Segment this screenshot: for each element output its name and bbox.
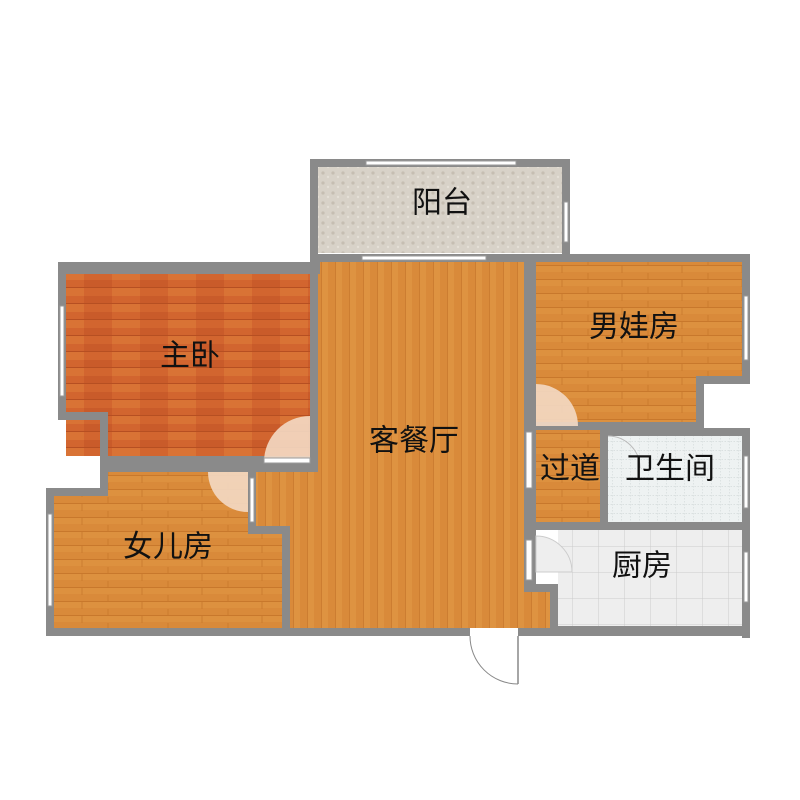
label-balcony: 阳台 — [412, 186, 472, 221]
boys-door-arc — [536, 384, 578, 426]
doors — [208, 384, 641, 685]
windows — [47, 160, 749, 607]
balcony-door — [361, 255, 487, 261]
kitchen-door-arc — [535, 535, 573, 573]
label-living-dining: 客餐厅 — [369, 424, 459, 459]
living-dining-floor — [256, 262, 552, 628]
girls-door-arc — [208, 472, 248, 512]
kitchen-door-leaf — [525, 539, 533, 581]
balcony-top-window — [365, 160, 517, 166]
boys-window — [743, 295, 749, 361]
master-door-arc — [264, 416, 310, 462]
balcony-floor — [318, 167, 562, 253]
label-bathroom: 卫生间 — [625, 452, 715, 487]
living-window-left — [249, 477, 255, 523]
corridor-door-leaf — [525, 431, 533, 489]
corridor-floor — [536, 430, 600, 522]
kitchen-window — [743, 551, 749, 603]
master-window — [59, 305, 65, 397]
kitchen-floor — [558, 530, 742, 626]
floors — [54, 167, 742, 628]
bathroom-door-arc — [607, 435, 641, 469]
label-boys-room: 男娃房 — [589, 310, 679, 345]
bathroom-window — [743, 455, 749, 509]
girls-window — [47, 513, 53, 607]
room-labels: 阳台 主卧 客餐厅 男娃房 女儿房 过道 卫生间 厨房 — [123, 186, 715, 584]
label-master-bedroom: 主卧 — [160, 339, 220, 374]
label-corridor: 过道 — [540, 452, 600, 487]
label-kitchen: 厨房 — [612, 549, 672, 584]
bathroom-floor — [608, 436, 742, 522]
girls-room-floor — [54, 472, 284, 628]
entrance-door-opening — [470, 628, 518, 636]
label-girls-room: 女儿房 — [123, 530, 213, 565]
balcony-side-window — [563, 201, 569, 243]
entrance-door-swing — [469, 635, 519, 685]
boys-room-floor — [536, 262, 742, 422]
master-door-leaf — [263, 457, 311, 464]
